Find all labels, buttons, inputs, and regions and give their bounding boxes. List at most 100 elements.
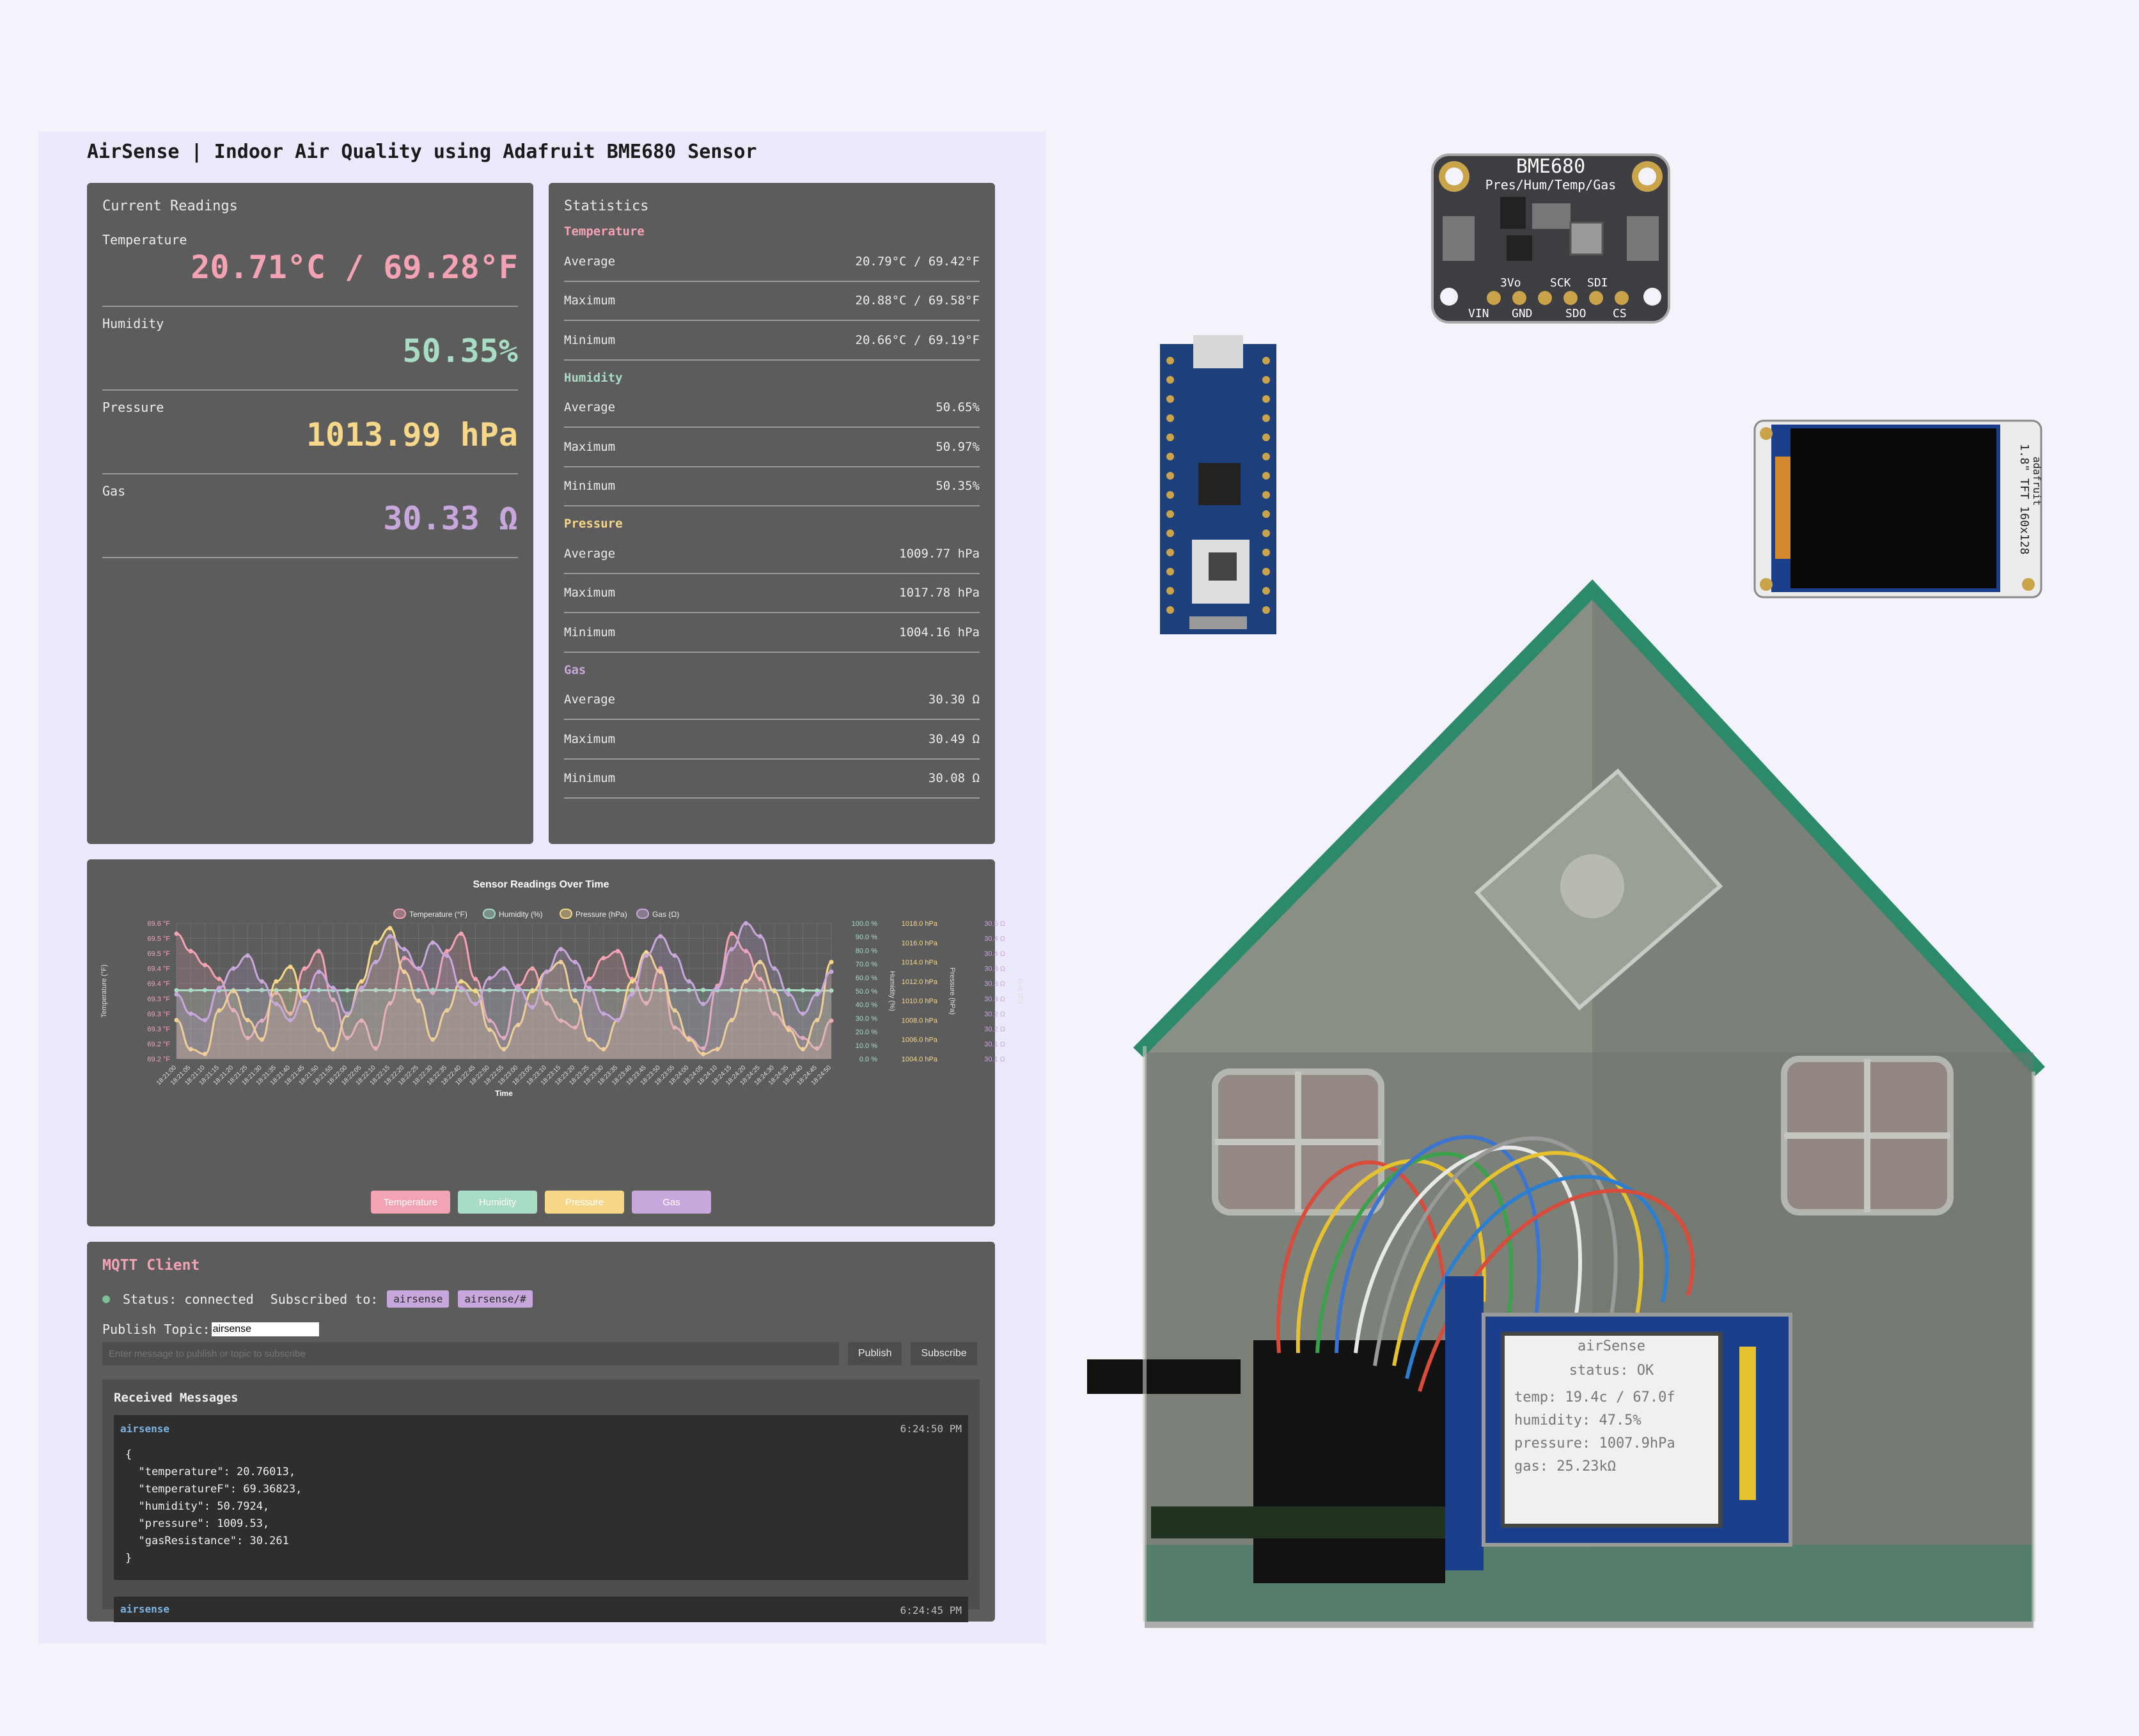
series-point [231,1008,236,1013]
reading-pressure: Pressure 1013.99 hPa [102,391,518,474]
display-board-brand: adafruit [2031,457,2043,506]
series-point [473,1001,478,1006]
stat-heading: Temperature [564,224,645,239]
arduino-nano-board-image [1160,335,1276,634]
series-point [686,979,691,984]
axis-tick-label: 30.3 Ω [984,996,1005,1003]
stat-label: Maximum [564,586,616,600]
stat-label: Minimum [564,771,616,786]
series-point [260,979,265,984]
publish-topic-input[interactable] [211,1322,319,1336]
series-point [260,1018,265,1023]
axis-tick-label: 50.0 % [856,988,877,996]
series-point [558,946,563,951]
series-point [515,1022,521,1028]
axis-tick-label: 69.3 °F [147,1026,170,1033]
series-point [800,988,805,993]
pin-label: GND [1512,307,1533,320]
series-point [658,988,663,993]
series-point [501,1035,506,1040]
axis-tick-label: 90.0 % [856,934,877,941]
series-point [758,960,763,965]
series-point [515,985,521,990]
publish-topic-row: Publish Topic: [102,1322,980,1337]
toggle-gas-button[interactable]: Gas [632,1191,711,1214]
axis-tick-label: 1012.0 hPa [902,978,938,986]
series-point [572,988,577,993]
axis-tick-label: 69.2 °F [147,1056,170,1063]
series-point [359,1018,364,1023]
series-point [672,988,677,993]
series-point [231,989,236,994]
axis-title: Humidity (%) [888,971,896,1012]
series-point [644,950,649,955]
series-point [715,1047,720,1052]
series-point [629,988,634,993]
dataset-buttons: Temperature Humidity Pressure Gas [87,1191,995,1214]
message-input[interactable] [102,1342,839,1365]
pin-label: SDI [1587,276,1608,290]
series-point [317,1028,322,1033]
axis-tick-label: 1004.0 hPa [902,1056,938,1063]
series-point [345,988,350,993]
reading-value: 30.33 Ω [383,500,518,537]
legend-swatch [560,909,572,919]
series-point [373,940,379,945]
series-point [402,969,407,974]
series-point [388,1001,393,1006]
series-point [758,934,763,939]
toggle-temperature-button[interactable]: Temperature [371,1191,450,1214]
axis-title: Pressure (hPa) [948,967,956,1015]
series-point [758,988,763,993]
series-point [331,1047,336,1052]
series-point [501,1047,506,1052]
series-point [174,1017,179,1022]
series-line [176,922,832,1021]
series-point [288,1017,293,1022]
axis-tick-label: 1014.0 hPa [902,959,938,967]
reading-label: Gas [102,483,126,499]
received-messages-panel[interactable]: Received Messages airsense 6:24:50 PM { … [102,1379,980,1622]
axis-tick-label: 69.6 °F [147,920,170,928]
series-point [302,988,307,993]
axis-tick-label: 1006.0 hPa [902,1036,938,1044]
series-point [288,1011,293,1016]
tft-display-board-image: 1.8" TFT 160x128 adafruit [1753,419,2043,598]
axis-tick-label: 69.4 °F [147,980,170,988]
series-point [487,988,492,993]
series-point [203,1051,208,1056]
series-point [672,1025,677,1030]
axis-tick-label: 20.0 % [856,1029,877,1036]
toggle-humidity-button[interactable]: Humidity [458,1191,537,1214]
series-point [743,948,748,953]
series-point [558,1018,563,1023]
lcd-line: status: OK [1569,1363,1654,1379]
series-point [644,988,649,993]
series-point [772,966,777,971]
publish-button[interactable]: Publish [848,1342,902,1365]
toggle-pressure-button[interactable]: Pressure [545,1191,624,1214]
axis-title: Gas (Ω) [1016,979,1024,1004]
axis-tick-label: 30.3 Ω [984,980,1005,988]
house-enclosure-photo: airSense status: OK temp: 19.4c / 67.0f … [1087,579,2046,1628]
lcd-line: gas: 25.23kΩ [1514,1458,1616,1474]
series-point [388,934,393,939]
x-axis-title: Time [495,1089,513,1098]
series-point [430,1037,435,1042]
subscribe-button[interactable]: Subscribe [911,1342,977,1365]
series-point [572,1025,577,1030]
axis-tick-label: 69.3 °F [147,996,170,1003]
series-point [658,969,663,974]
series-point [715,985,720,990]
series-point [530,966,535,971]
series-point [174,988,179,993]
series-point [686,988,691,993]
series-point [331,997,336,1003]
subscribed-topic-tag[interactable]: airsense/# [458,1290,533,1308]
subscribed-topic-tag[interactable]: airsense [387,1290,450,1308]
series-point [544,988,549,993]
series-point [288,964,293,969]
